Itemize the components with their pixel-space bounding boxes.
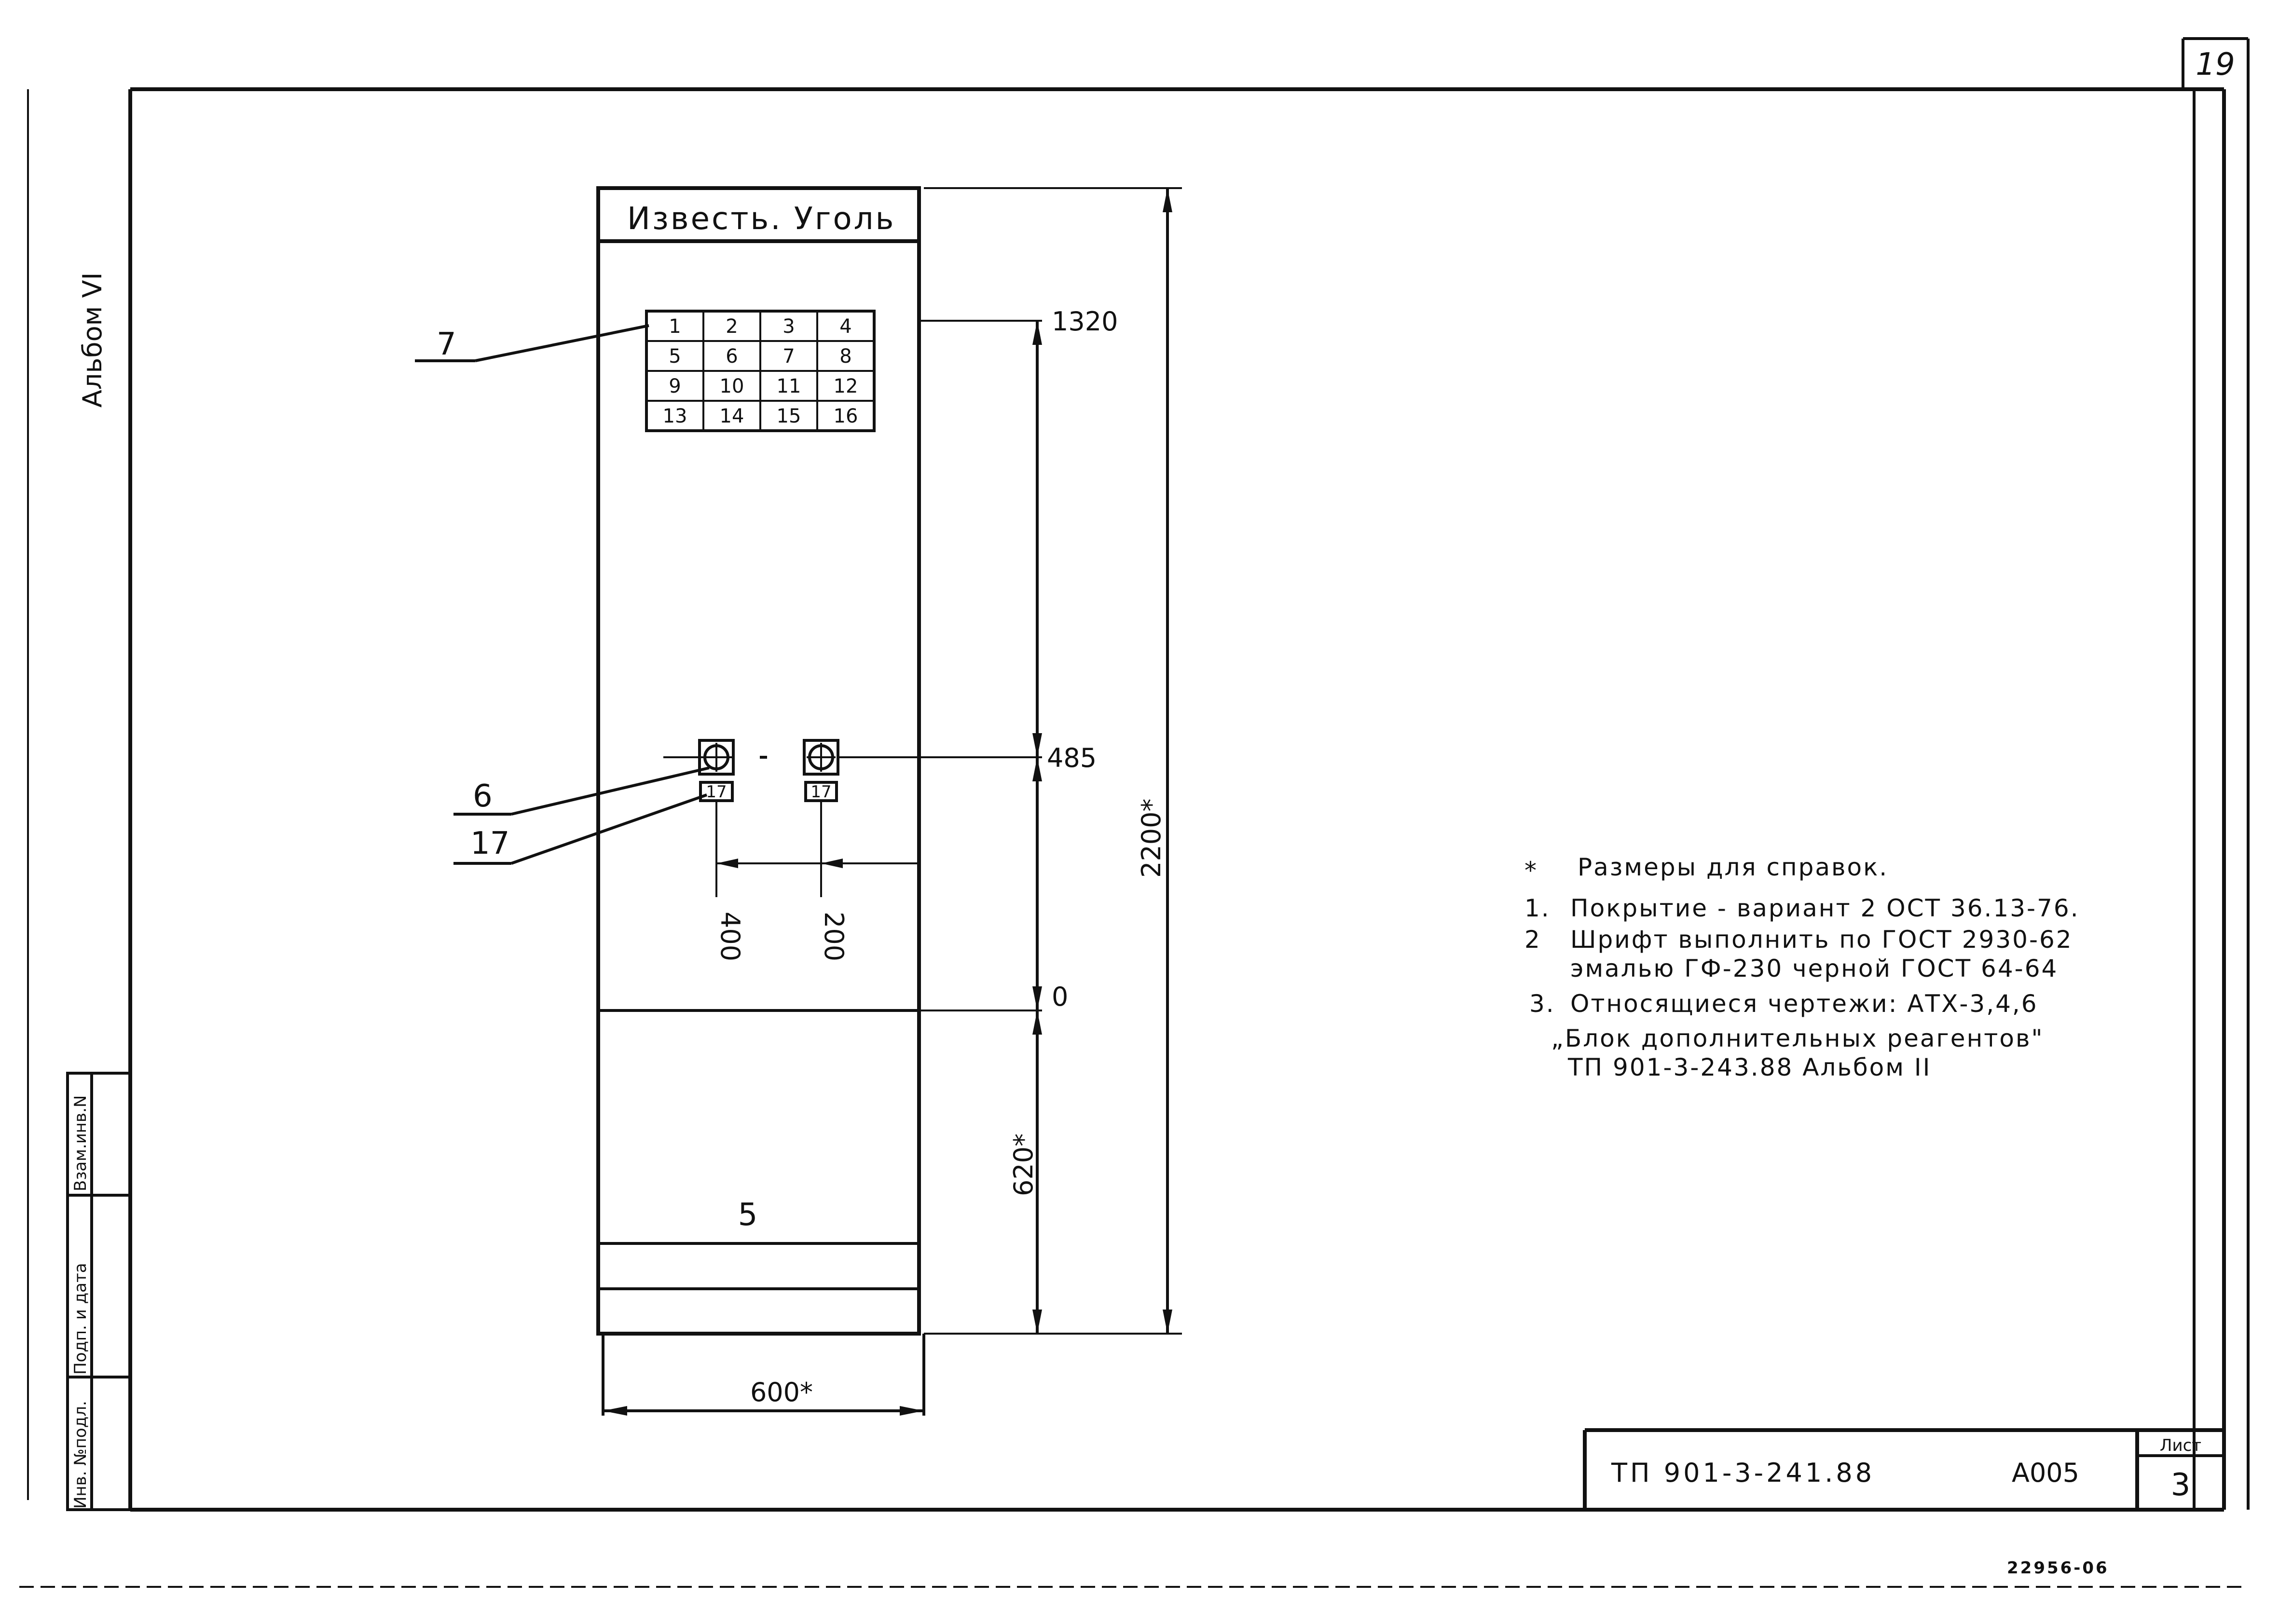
stamp-replace-inv: Взам.инв.N (71, 1095, 90, 1191)
sheet-code: А005 (2012, 1458, 2079, 1488)
nameplate-cell (816, 400, 875, 432)
nameplate-cell-label: 8 (839, 345, 851, 368)
note-1-num: 1. (1524, 894, 1551, 922)
nameplate-cell-label: 3 (783, 315, 795, 338)
height-620-label: 620* (1008, 1133, 1039, 1196)
nameplate-cell-label: 6 (726, 345, 738, 368)
stamp-inv-number: Инв. №подл. (71, 1401, 90, 1509)
offset-400-label: 400 (715, 912, 745, 961)
offset-200-label: 200 (819, 912, 849, 961)
note-star-text: Размеры для справок. (1578, 853, 1888, 881)
nameplate-cell-label: 15 (777, 405, 801, 427)
note-3-line3: ТП 901-3-243.88 Альбом II (1567, 1053, 1931, 1081)
doc-code: ТП 901-3-241.88 (1611, 1458, 1875, 1488)
instrument-left-tag: 17 (706, 782, 727, 802)
instrument-right (803, 739, 1042, 897)
side-stamp (66, 1072, 132, 1511)
nameplate-cell-label: 1 (669, 315, 681, 338)
nameplate-cell-label: 7 (783, 345, 795, 368)
note-3-num: 3. (1529, 990, 1555, 1018)
notes: * Размеры для справок. 1. Покрытие - вар… (1524, 853, 2080, 1081)
note-2-line2: эмалью ГФ-230 черной ГОСТ 64-64 (1570, 955, 2058, 983)
level-485-label: 485 (1047, 743, 1097, 773)
level-1320-label: 1320 (1052, 306, 1118, 337)
sheet-label: Лист (2160, 1436, 2201, 1455)
instrument-right-tag: 17 (810, 782, 831, 802)
nameplate-cell-label: 16 (834, 405, 858, 427)
nameplate-cell-label: 11 (777, 375, 801, 397)
level-0-label: 0 (1052, 982, 1068, 1012)
panel-header: Известь. Уголь (627, 201, 895, 237)
level-dimensions (919, 187, 1182, 1335)
sheet-number: 3 (2171, 1467, 2191, 1503)
bottom-code: 22956-06 (2007, 1558, 2109, 1578)
page-number: 19 (2196, 47, 2235, 82)
nameplate-cell-label: 2 (726, 315, 738, 338)
title-block (1583, 1428, 2224, 1510)
nameplate-cell-label: 4 (839, 315, 851, 338)
album-label: Альбом VI (77, 273, 108, 408)
width-600-label: 600* (750, 1377, 813, 1407)
leader-17-label: 17 (470, 826, 509, 861)
nameplate-cell-label: 10 (720, 375, 744, 397)
height-2200-label: 2200* (1136, 799, 1167, 878)
note-3-line1: Относящиеся чертежи: АТХ-3,4,6 (1570, 990, 2038, 1018)
leader-6-label: 6 (473, 778, 493, 814)
leader-7-label: 7 (437, 327, 456, 362)
nameplate-cell-label: 14 (720, 405, 744, 427)
note-2-num: 2 (1524, 926, 1541, 954)
width-dimension (603, 1406, 924, 1416)
offset-dimension (716, 859, 919, 868)
nameplate-cell-label: 13 (663, 405, 687, 427)
note-2-line1: Шрифт выполнить по ГОСТ 2930-62 (1570, 926, 2073, 954)
note-1-text: Покрытие - вариант 2 ОСТ 36.13-76. (1570, 894, 2080, 922)
nameplate-cell-label: 9 (669, 375, 681, 397)
sheet-frame (19, 37, 2250, 1588)
stamp-sign-date: Подп. и дата (71, 1263, 90, 1375)
note-3-line2: „Блок дополнительных реагентов" (1551, 1024, 2044, 1052)
panel-outline (596, 186, 925, 1416)
section-5-label: 5 (738, 1197, 758, 1233)
note-star: * (1524, 857, 1538, 885)
nameplate-cell-label: 5 (669, 345, 681, 368)
nameplate-cell-label: 12 (834, 375, 858, 397)
instrument-left (663, 739, 735, 897)
